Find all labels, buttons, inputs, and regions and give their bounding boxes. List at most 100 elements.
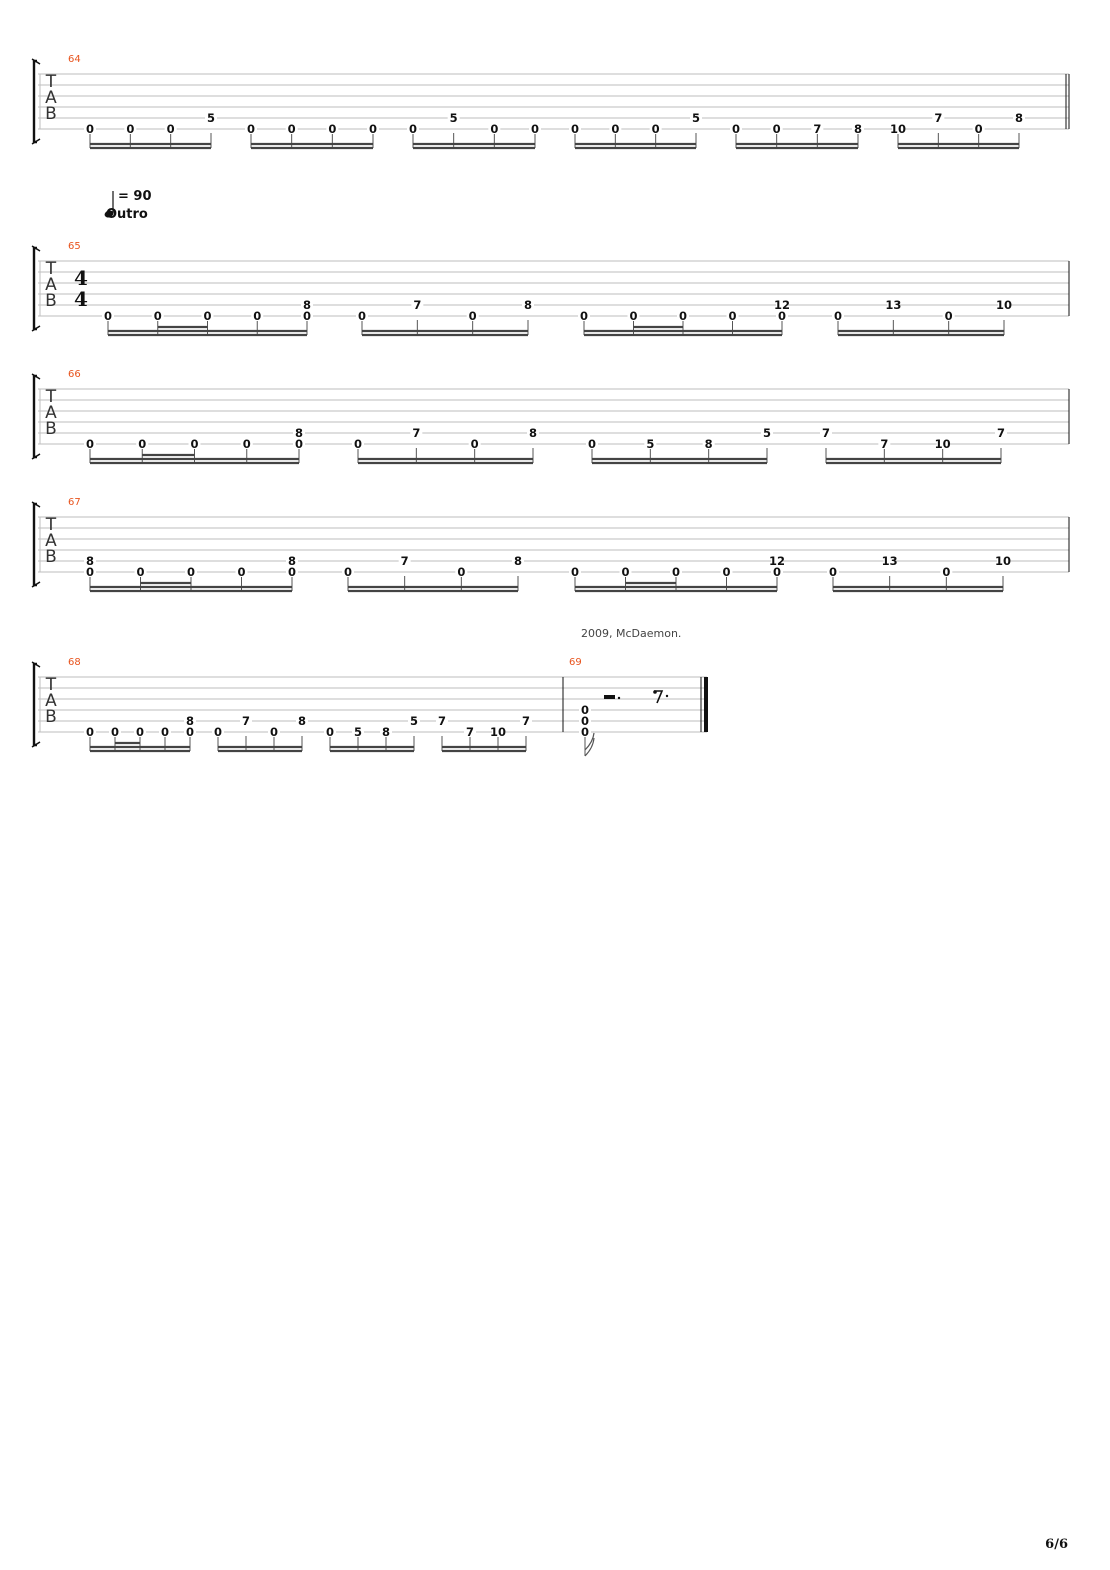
bracket-hook xyxy=(31,138,41,145)
fret-mask xyxy=(586,437,598,449)
fret-mask xyxy=(488,122,501,134)
tempo-marking: = 90 xyxy=(118,189,152,204)
fret-number: 8 xyxy=(514,554,522,568)
fret-number: 0 xyxy=(186,725,194,739)
fret-mask xyxy=(771,554,783,566)
fret-number: 0 xyxy=(531,122,539,136)
bracket-hook xyxy=(31,501,41,508)
fret-mask xyxy=(649,122,662,134)
fret-mask xyxy=(644,437,657,449)
fret-mask xyxy=(1013,111,1025,123)
fret-mask xyxy=(972,122,985,134)
bracket-hook xyxy=(31,741,41,748)
fret-number: 0 xyxy=(203,309,211,323)
fret-number: 0 xyxy=(679,309,687,323)
bracket-hook xyxy=(31,373,41,380)
tab-clef-letter: B xyxy=(45,104,57,124)
fret-mask xyxy=(468,437,481,449)
system-bracket xyxy=(32,59,37,144)
fret-mask xyxy=(464,725,476,737)
fret-number: 0 xyxy=(469,309,477,323)
fret-number: 0 xyxy=(303,309,311,323)
fret-number: 7 xyxy=(997,426,1005,440)
time-signature-top: 4 xyxy=(74,266,88,290)
fret-number: 0 xyxy=(722,565,730,579)
tab-clef-letter: T xyxy=(45,259,57,279)
fret-mask xyxy=(293,437,305,449)
fret-number: 7 xyxy=(822,426,830,440)
fret-number: 5 xyxy=(450,111,458,125)
fret-number: 0 xyxy=(136,725,144,739)
fret-number: 0 xyxy=(409,122,417,136)
fret-number: 0 xyxy=(126,122,134,136)
fret-number: 0 xyxy=(369,122,377,136)
fret-number: 0 xyxy=(86,725,94,739)
fret-mask xyxy=(997,554,1009,566)
fret-number: 0 xyxy=(588,437,596,451)
fret-number: 10 xyxy=(995,554,1011,568)
fret-number: 7 xyxy=(438,714,446,728)
fret-number: 0 xyxy=(732,122,740,136)
rest-dot xyxy=(665,694,669,698)
fret-mask xyxy=(569,565,581,577)
fret-mask xyxy=(776,309,788,321)
fret-number: 0 xyxy=(138,437,146,451)
fret-number: 0 xyxy=(581,703,589,717)
fret-number: 8 xyxy=(303,298,311,312)
fret-mask xyxy=(407,122,419,134)
rest-flag-dot xyxy=(653,690,657,694)
fret-mask xyxy=(268,725,280,737)
fret-number: 0 xyxy=(167,122,175,136)
fret-number: 13 xyxy=(882,554,898,568)
fret-number: 0 xyxy=(571,122,579,136)
measure-number: 68 xyxy=(68,657,81,668)
fret-number: 5 xyxy=(692,111,700,125)
fret-number: 10 xyxy=(935,437,951,451)
fret-number: 0 xyxy=(457,565,465,579)
section-label: Outro xyxy=(106,207,148,222)
fret-mask xyxy=(627,309,640,321)
system-bracket xyxy=(32,374,37,459)
fret-number: 10 xyxy=(996,298,1012,312)
fret-number: 7 xyxy=(880,437,888,451)
fret-number: 0 xyxy=(975,122,983,136)
copyright-text: 2009, McDaemon. xyxy=(581,627,682,640)
fret-mask xyxy=(730,122,742,134)
fret-number: 7 xyxy=(522,714,530,728)
fret-number: 0 xyxy=(580,309,588,323)
fret-mask xyxy=(151,309,164,321)
fret-mask xyxy=(164,122,177,134)
measure-number: 65 xyxy=(68,241,81,252)
fret-number: 0 xyxy=(611,122,619,136)
fret-mask xyxy=(245,122,257,134)
fret-mask xyxy=(761,426,773,438)
fret-number: 7 xyxy=(466,725,474,739)
fret-mask xyxy=(569,122,581,134)
tab-clef-letter: T xyxy=(45,387,57,407)
fret-mask xyxy=(892,122,904,134)
fret-number: 0 xyxy=(253,309,261,323)
fret-mask xyxy=(296,714,308,726)
fret-mask xyxy=(998,298,1010,310)
fret-number: 0 xyxy=(326,725,334,739)
fret-mask xyxy=(995,426,1007,438)
fret-mask xyxy=(84,725,96,737)
fret-number: 7 xyxy=(413,298,421,312)
fret-number: 8 xyxy=(524,298,532,312)
tab-clef-letter: B xyxy=(45,707,57,727)
system-bracket xyxy=(32,246,37,331)
fret-mask xyxy=(690,111,702,123)
quarter-note-icon xyxy=(104,189,118,219)
fret-mask xyxy=(529,122,541,134)
fret-mask xyxy=(522,298,534,310)
fret-number: 5 xyxy=(410,714,418,728)
bracket-hook xyxy=(31,245,41,252)
fret-mask xyxy=(670,565,682,577)
fret-mask xyxy=(367,122,379,134)
fret-number: 0 xyxy=(288,565,296,579)
fret-mask xyxy=(185,565,197,577)
fret-number: 0 xyxy=(86,565,94,579)
fret-mask xyxy=(512,554,524,566)
fret-number: 0 xyxy=(104,309,112,323)
